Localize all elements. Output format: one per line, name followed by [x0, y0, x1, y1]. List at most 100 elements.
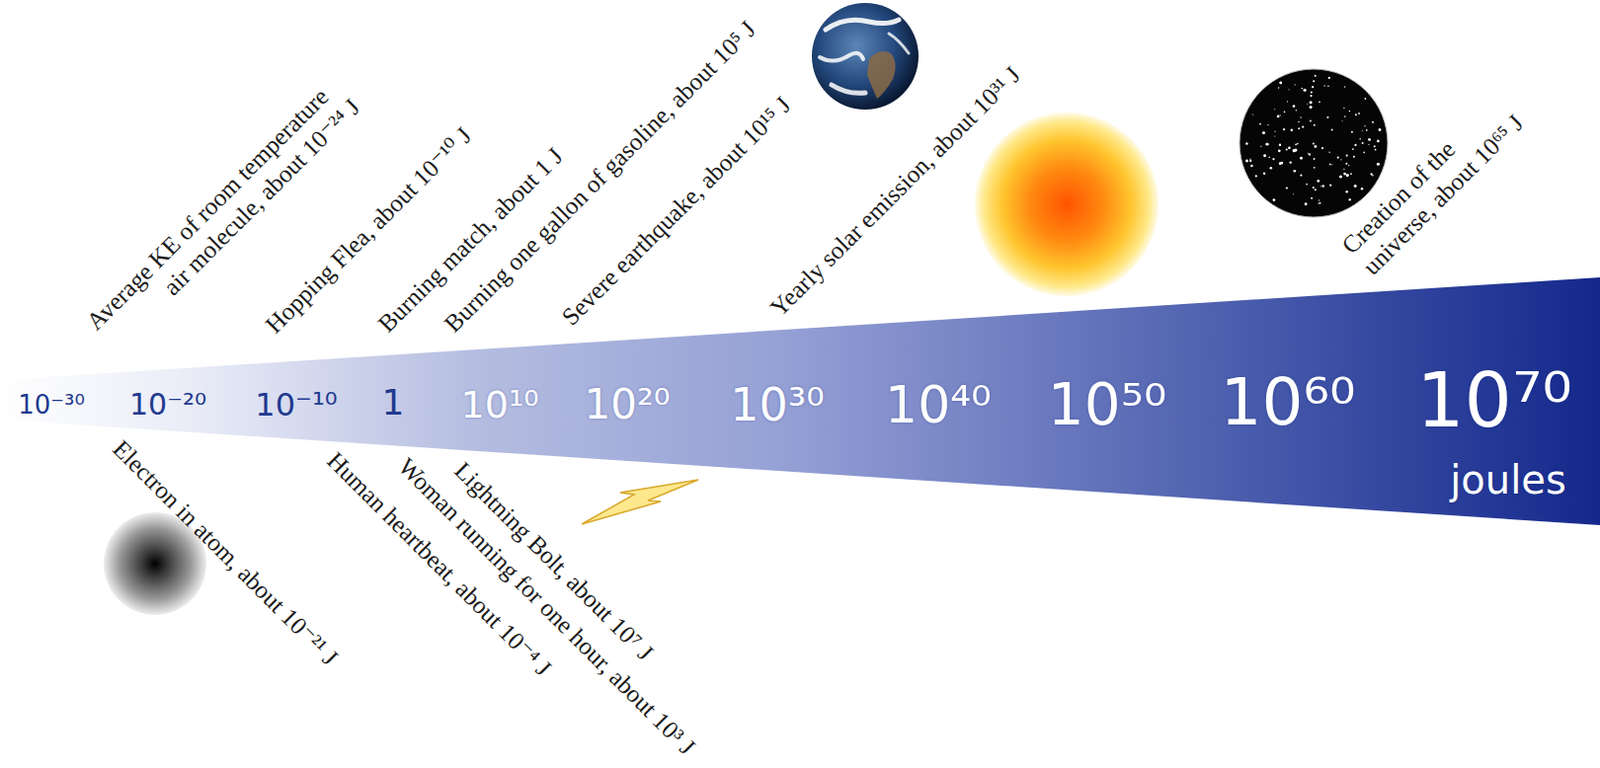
- scale-tick-label: 10⁷⁰: [1416, 363, 1573, 439]
- earth-cloud: [888, 33, 909, 54]
- star-dot: [1312, 142, 1315, 145]
- star-dot: [1292, 104, 1296, 108]
- star-dot: [1361, 142, 1364, 145]
- star-dot: [1249, 159, 1251, 160]
- scale-tick-label: 10⁻³⁰: [17, 392, 85, 418]
- star-dot: [1345, 190, 1349, 194]
- star-dot: [1252, 114, 1254, 116]
- star-dot: [1343, 107, 1345, 109]
- star-dot: [1307, 153, 1309, 155]
- earth-cloud: [819, 53, 864, 62]
- star-dot: [1292, 193, 1294, 195]
- star-dot: [1250, 164, 1254, 168]
- scale-tick-label: 10³⁰: [729, 382, 824, 428]
- star-dot: [1299, 157, 1303, 160]
- star-dot: [1367, 138, 1371, 142]
- star-dot: [1309, 94, 1312, 97]
- star-dot: [1314, 188, 1317, 191]
- star-dot: [1329, 184, 1332, 187]
- star-dot: [1277, 115, 1280, 119]
- star-dot: [1313, 158, 1316, 160]
- star-dot: [1354, 184, 1358, 188]
- star-dot: [1343, 172, 1347, 176]
- star-dot: [1278, 86, 1280, 89]
- star-dot: [1350, 172, 1353, 175]
- star-dot: [1317, 202, 1319, 204]
- star-dot: [1290, 129, 1294, 133]
- star-dot: [1344, 115, 1347, 118]
- star-dot: [1267, 124, 1269, 126]
- star-dot: [1311, 85, 1314, 88]
- star-dot: [1301, 126, 1304, 129]
- star-dot: [1314, 75, 1317, 78]
- star-dot: [1274, 136, 1276, 138]
- star-dot: [1306, 103, 1308, 105]
- star-dot: [1312, 80, 1315, 82]
- universe-disc: [1239, 69, 1388, 218]
- star-dot: [1285, 148, 1288, 151]
- earth-cloud: [825, 19, 899, 30]
- energy-example-label: Creation of the universe, about 10⁶⁵ J: [1336, 78, 1540, 282]
- star-dot: [1245, 160, 1249, 163]
- energy-example-label: Severe earthquake, about 10¹⁵ J: [556, 90, 798, 332]
- star-dot: [1286, 100, 1288, 102]
- star-dot: [1329, 163, 1332, 166]
- star-dot: [1295, 109, 1297, 111]
- star-dot: [1274, 130, 1276, 132]
- star-dot: [1327, 84, 1330, 87]
- star-dot: [1268, 157, 1271, 160]
- star-dot: [1351, 131, 1354, 134]
- star-dot: [1294, 83, 1296, 85]
- energy-example-label: Yearly solar emission, about 10³¹ J: [764, 60, 1028, 323]
- star-dot: [1301, 87, 1304, 90]
- star-dot: [1308, 153, 1311, 156]
- star-dot: [1292, 169, 1296, 173]
- star-dot: [1299, 174, 1302, 177]
- star-dot: [1310, 90, 1313, 93]
- star-dot: [1278, 149, 1281, 153]
- star-dot: [1297, 127, 1300, 130]
- star-dot: [1343, 168, 1345, 170]
- star-dot: [1296, 143, 1299, 146]
- star-dot: [1288, 88, 1290, 90]
- star-dot: [1331, 129, 1334, 132]
- energy-example-label: Electron in atom, about 10⁻²¹ J: [106, 434, 344, 672]
- star-dot: [1309, 119, 1312, 122]
- star-dot: [1312, 186, 1315, 189]
- star-dot: [1245, 142, 1249, 146]
- star-dot: [1318, 100, 1321, 103]
- star-dot: [1293, 149, 1297, 153]
- star-dot: [1287, 146, 1291, 150]
- star-dot: [1327, 116, 1330, 119]
- scale-tick-label: 1: [382, 385, 405, 421]
- star-dot: [1358, 112, 1360, 115]
- star-dot: [1313, 145, 1317, 149]
- star-dot: [1321, 147, 1324, 150]
- earth-cloud: [831, 84, 866, 93]
- star-dot: [1373, 145, 1376, 148]
- star-dot: [1297, 121, 1300, 124]
- scale-tick-label: 10⁴⁰: [884, 379, 992, 431]
- star-dot: [1352, 148, 1355, 151]
- star-dot: [1255, 174, 1258, 177]
- scale-tick-label: 10⁻¹⁰: [254, 389, 337, 421]
- star-dot: [1345, 162, 1348, 165]
- lightning-bolt: [581, 480, 699, 525]
- star-dot: [1321, 184, 1325, 188]
- star-dot: [1309, 105, 1313, 109]
- star-dot: [1272, 158, 1275, 160]
- star-dot: [1344, 85, 1346, 87]
- scale-tick-label: 10¹⁰: [461, 386, 540, 424]
- star-dot: [1283, 111, 1286, 114]
- star-dot: [1262, 131, 1266, 135]
- star-dot: [1309, 100, 1313, 104]
- star-dot: [1274, 108, 1276, 110]
- star-dot: [1359, 138, 1361, 141]
- star-dot: [1354, 144, 1357, 147]
- star-dot: [1323, 84, 1325, 86]
- star-dot: [1310, 197, 1313, 200]
- star-dot: [1266, 143, 1269, 146]
- star-dot: [1371, 121, 1374, 124]
- earth-globe: [811, 2, 919, 110]
